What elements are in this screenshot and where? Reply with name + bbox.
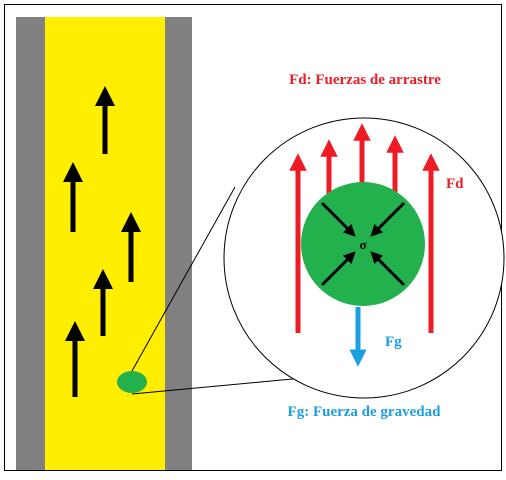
sigma-label: σ bbox=[359, 237, 366, 252]
stress-arrow bbox=[320, 251, 356, 287]
pipe-wall-left bbox=[16, 17, 45, 470]
particle-small bbox=[117, 371, 147, 393]
fluid-channel bbox=[45, 17, 165, 470]
stress-arrow bbox=[370, 251, 406, 287]
fd-legend: Fd: Fuerzas de arrastre bbox=[289, 72, 441, 88]
stress-arrows bbox=[320, 201, 406, 287]
fg-legend: Fg: Fuerza de gravedad bbox=[288, 404, 442, 420]
fd-label: Fd bbox=[446, 176, 464, 192]
stress-arrow bbox=[320, 201, 356, 237]
flow-arrows bbox=[63, 86, 141, 397]
pipe-wall-right bbox=[165, 17, 192, 470]
zoom-line-top bbox=[131, 186, 236, 372]
stress-arrow bbox=[370, 201, 406, 237]
drag-arrows bbox=[289, 123, 440, 333]
fg-label: Fg bbox=[385, 334, 402, 350]
